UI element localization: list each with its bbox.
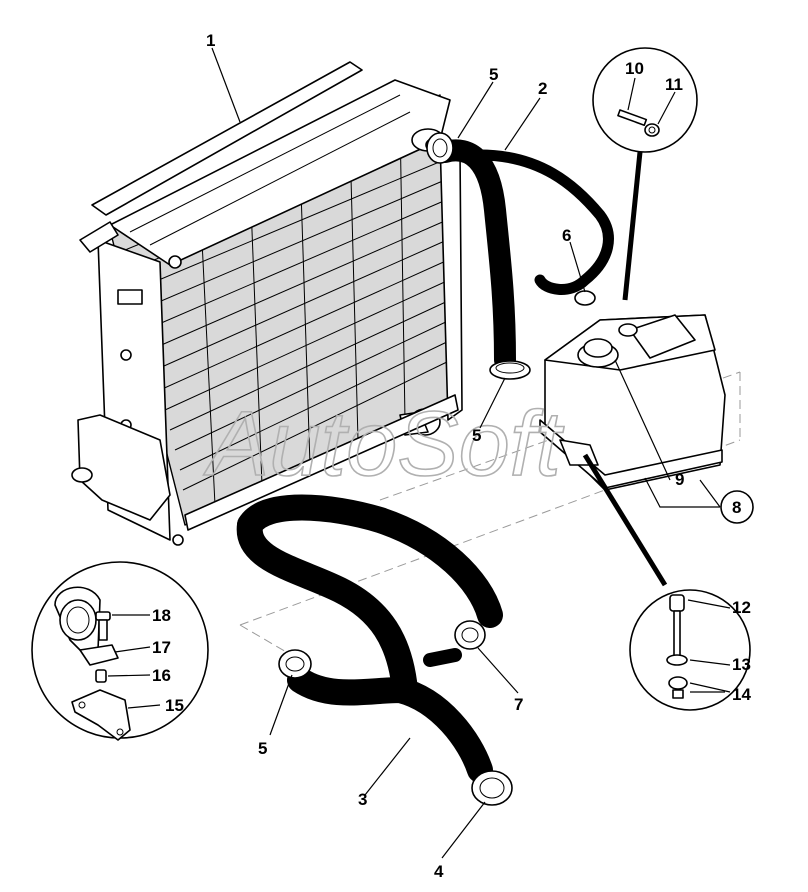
hose-clip-lower-left xyxy=(278,649,312,679)
radiator-core-fins xyxy=(124,117,452,506)
leader-lines xyxy=(107,47,731,859)
callout-17: 17 xyxy=(152,638,171,657)
callout-numbers: 1 2 3 4 5 5 5 6 7 8 9 10 11 12 13 14 15 … xyxy=(152,31,751,881)
callout-1: 1 xyxy=(206,31,215,50)
hose-clip-top xyxy=(426,132,454,164)
callout-3: 3 xyxy=(358,790,367,809)
lower-hose xyxy=(236,494,503,783)
callout-4: 4 xyxy=(434,862,444,881)
callout-8-circle xyxy=(720,490,754,524)
detail-bolt-washers xyxy=(582,453,751,711)
callout-2: 2 xyxy=(538,79,547,98)
detail-bolt-washer xyxy=(592,47,698,301)
callout-9: 9 xyxy=(675,470,684,489)
callout-13: 13 xyxy=(732,655,751,674)
callout-12: 12 xyxy=(732,598,751,617)
callout-8: 8 xyxy=(732,498,741,517)
expansion-tank xyxy=(539,314,726,491)
hose-clip-4 xyxy=(471,770,513,806)
callout-5-lower: 5 xyxy=(258,739,267,758)
callout-18: 18 xyxy=(152,606,171,625)
bracket-slot xyxy=(117,289,143,305)
callout-16: 16 xyxy=(152,666,171,685)
watermark-text: AutoSoft xyxy=(203,393,564,495)
hose-clip-7 xyxy=(454,620,486,650)
upper-hose xyxy=(434,139,614,371)
callout-10: 10 xyxy=(625,59,644,78)
bleed-pipe-clip xyxy=(574,290,596,306)
callout-5-top: 5 xyxy=(489,65,498,84)
callout-5-middle: 5 xyxy=(472,426,481,445)
callout-11: 11 xyxy=(665,75,683,94)
detail-bracket-clamp xyxy=(31,561,209,741)
callout-7: 7 xyxy=(514,695,523,714)
radiator xyxy=(71,61,463,546)
callout-14: 14 xyxy=(732,685,751,704)
callout-15: 15 xyxy=(165,696,184,715)
hose-clip-middle xyxy=(489,360,531,380)
callout-6: 6 xyxy=(562,226,571,245)
